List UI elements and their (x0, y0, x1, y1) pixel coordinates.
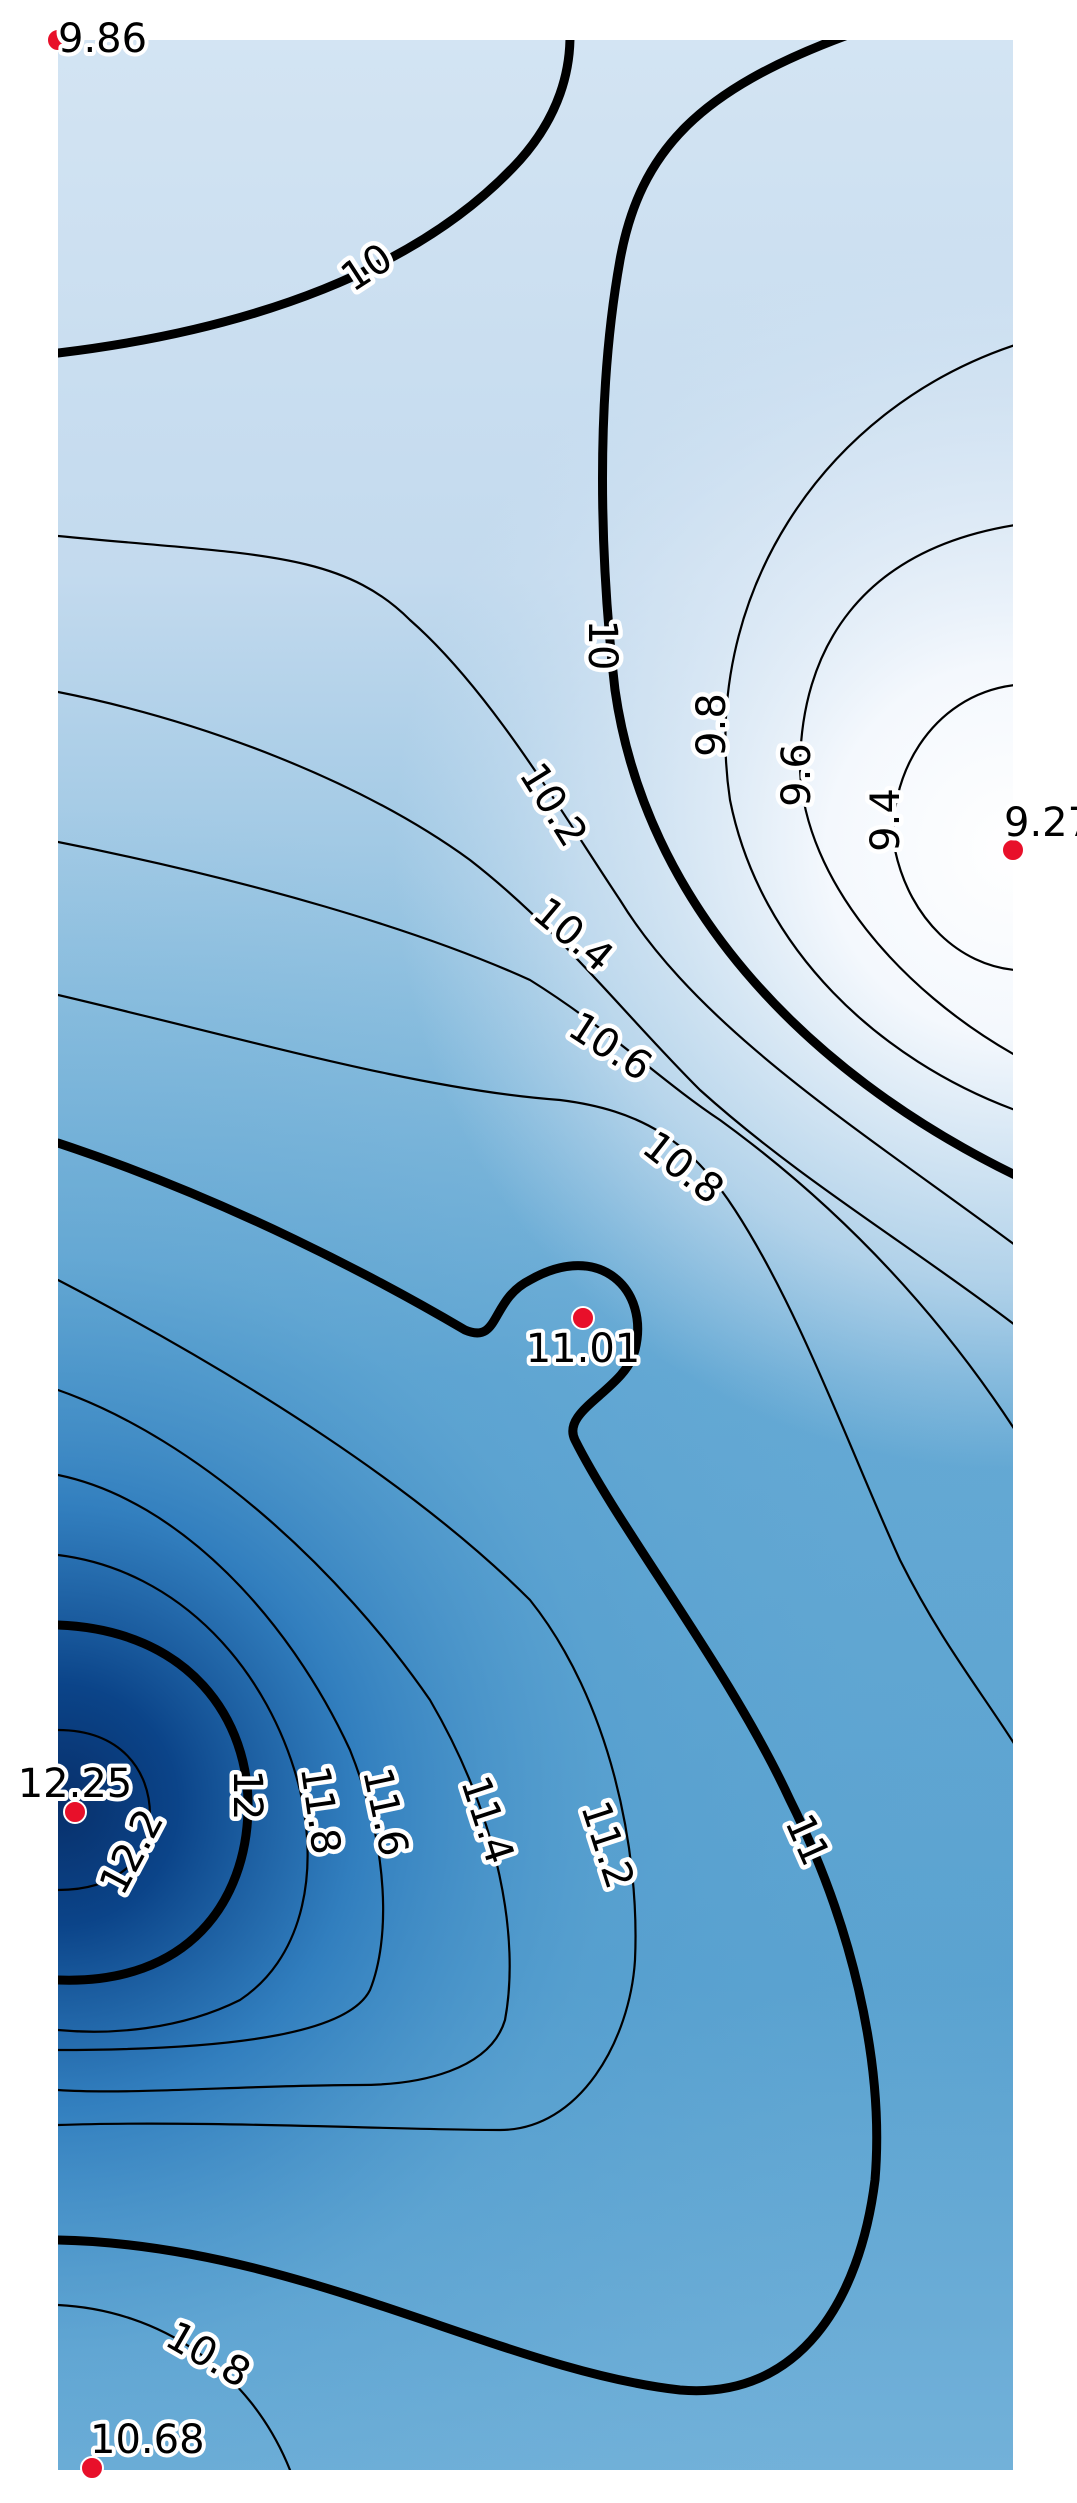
contour-label: 9.4 (863, 788, 909, 852)
contour-label: 10 (579, 620, 625, 671)
data-point-label: 11.01 (526, 1326, 641, 1372)
isoline-10.6 (58, 840, 1013, 1429)
data-point-marker[interactable] (571, 1306, 595, 1330)
data-point-label: 9.27 (1004, 800, 1077, 846)
data-points: 9.86 9.27 11.01 12.25 10.68 (14, 12, 1077, 2480)
isoline-10.2 (58, 534, 1013, 1245)
isoline-10.4 (58, 690, 1013, 1325)
isoline-9.4 (892, 684, 1013, 971)
data-point-marker[interactable] (1001, 838, 1025, 862)
isoline-10-top (58, 40, 575, 358)
isoline-12.2 (58, 1728, 152, 1892)
isoline-9.6 (798, 524, 1013, 1056)
isoline-12 (58, 1620, 253, 1985)
data-point-label: 10.68 (90, 2417, 205, 2463)
isoline-11.2 (58, 1278, 637, 2132)
isoline-10.8-top (58, 993, 1013, 1744)
isoline-10.8-bottom (58, 2303, 292, 2470)
isoline-11.4 (58, 1388, 511, 2093)
isoline-10-right (598, 40, 1013, 1180)
isoline-11.6 (58, 1473, 385, 2052)
isoline-11 (58, 1138, 882, 2396)
low-value-shading (58, 40, 1013, 2470)
isoline-9.8 (724, 344, 1013, 1111)
data-point-label: 12.25 (18, 1761, 133, 1807)
isoline-11.8 (58, 1553, 309, 2033)
data-point-marker[interactable] (46, 28, 70, 52)
contour-label: 9.8 (689, 693, 735, 757)
contour-label: 9.6 (774, 743, 820, 807)
contour-label: 12 (224, 1770, 270, 1821)
data-point-label: 9.86 (58, 16, 147, 62)
data-point-marker[interactable] (63, 1800, 87, 1824)
data-point-marker[interactable] (80, 2456, 104, 2480)
